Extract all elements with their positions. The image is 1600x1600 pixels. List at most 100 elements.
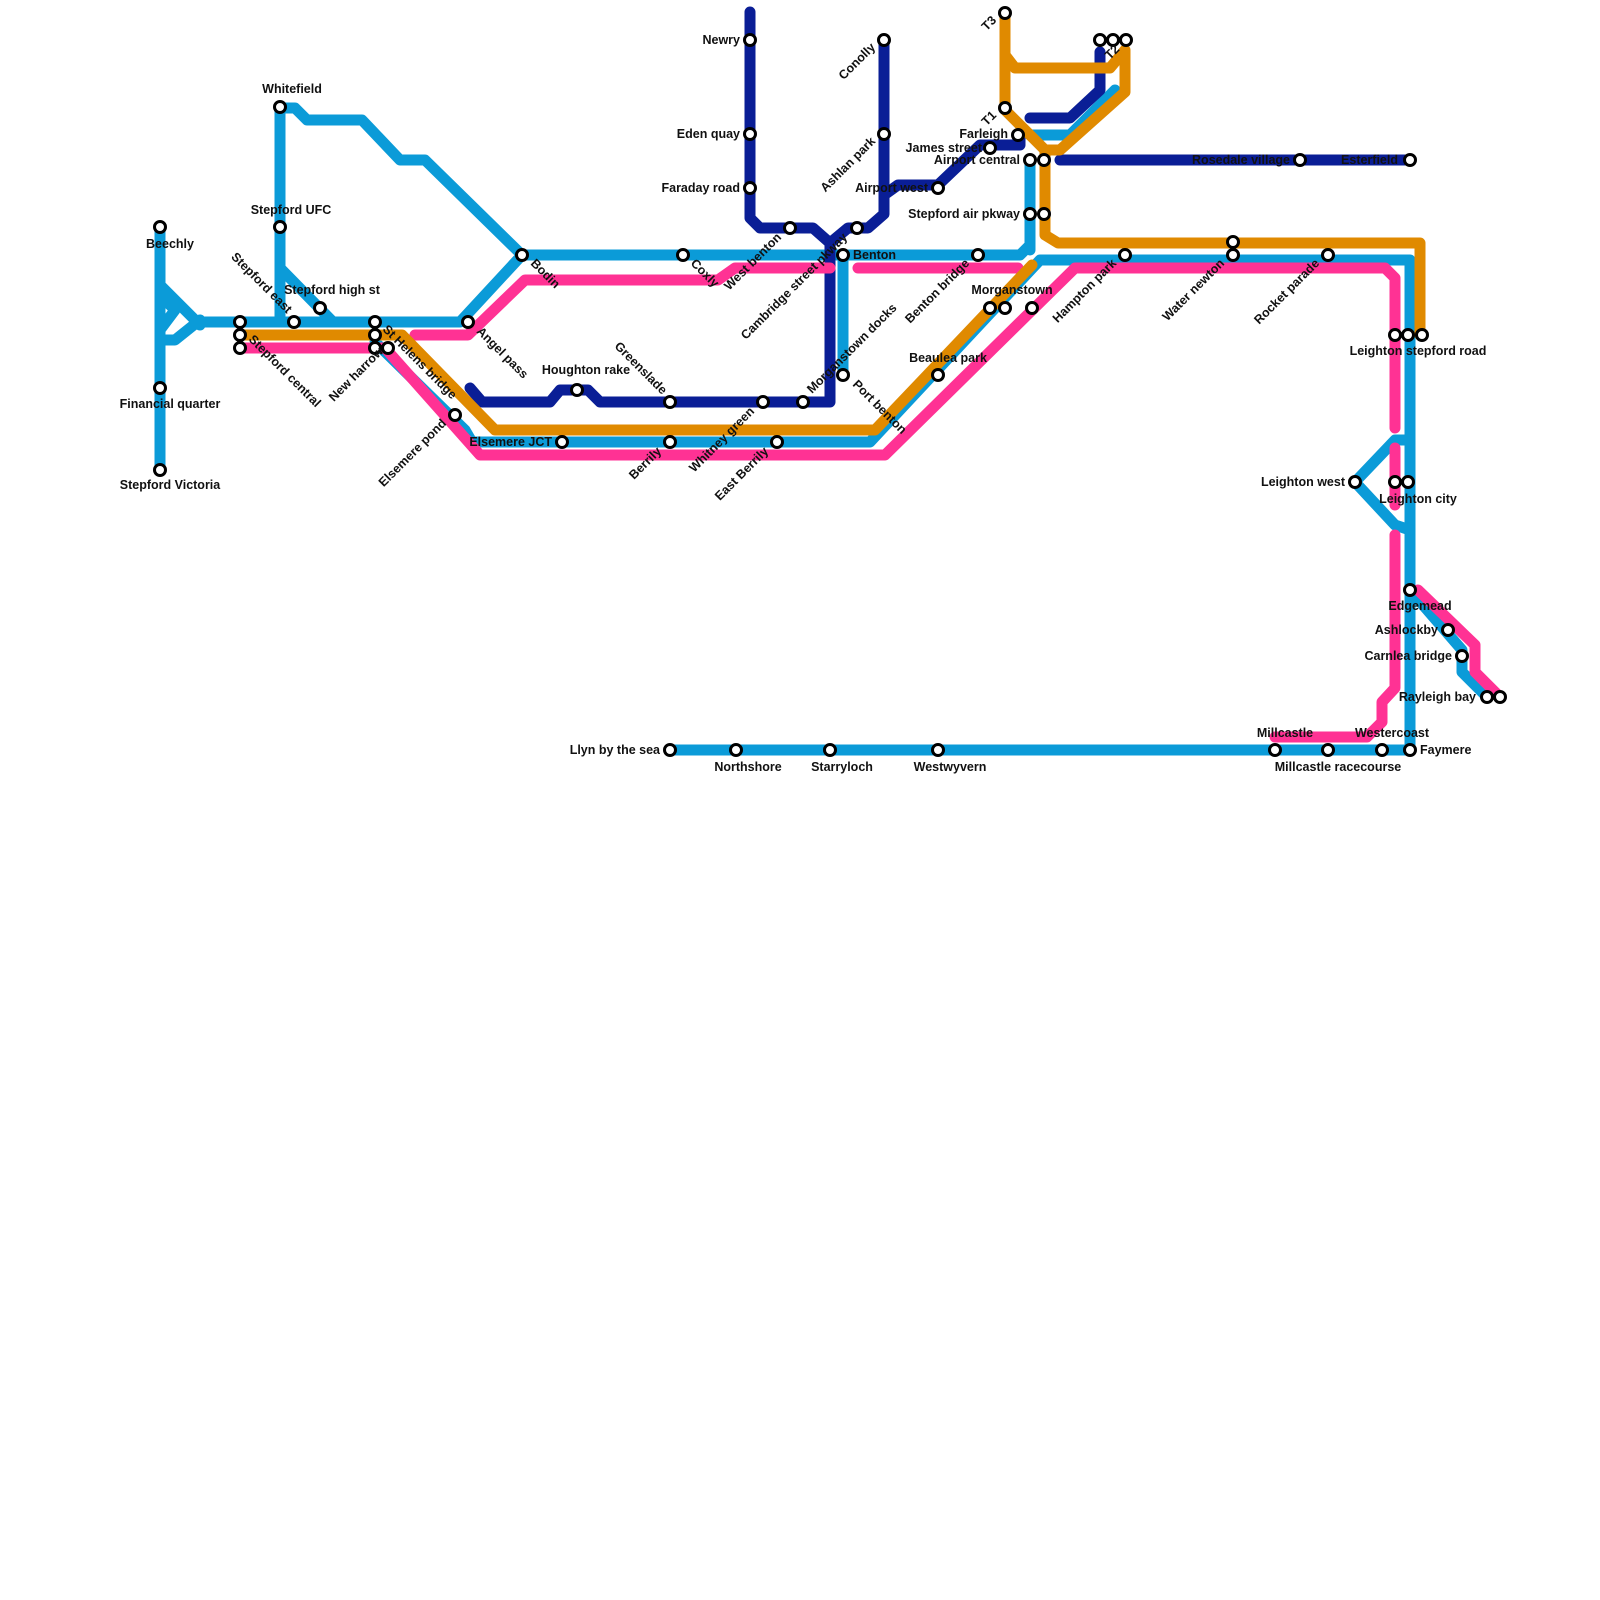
station-marker[interactable] [155,222,166,233]
station-marker[interactable] [557,437,568,448]
station-marker[interactable] [1405,585,1416,596]
station-marker[interactable] [1295,155,1306,166]
station-marker[interactable] [1120,250,1131,261]
station-marker[interactable] [370,330,381,341]
station-marker[interactable] [1482,692,1493,703]
station-marker[interactable] [1350,477,1361,488]
station[interactable]: Faraday road [661,181,755,195]
station-marker[interactable] [852,223,863,234]
station-marker[interactable] [275,222,286,233]
station-marker[interactable] [1270,745,1281,756]
station[interactable]: Benton [838,248,897,262]
station-marker[interactable] [785,223,796,234]
station-marker[interactable] [1000,103,1011,114]
station-marker[interactable] [155,465,166,476]
station-marker[interactable] [315,303,326,314]
station-marker[interactable] [1025,209,1036,220]
station-marker[interactable] [745,183,756,194]
station-marker[interactable] [289,317,300,328]
station-marker[interactable] [1495,692,1506,703]
station-marker[interactable] [838,370,849,381]
station-marker[interactable] [155,383,166,394]
station[interactable]: Financial quarter [120,383,221,412]
station-marker[interactable] [973,250,984,261]
station-marker[interactable] [1025,155,1036,166]
station[interactable]: Stepford high st [284,283,381,314]
station-marker[interactable] [731,745,742,756]
station-marker[interactable] [450,410,461,421]
station-marker[interactable] [1027,303,1038,314]
station-label: Rosedale village [1192,153,1290,167]
station-marker[interactable] [665,397,676,408]
station-label: Leighton city [1379,492,1457,506]
station[interactable]: Stepford air pkway [908,207,1049,221]
station[interactable]: Llyn by the sea [570,743,676,757]
station-marker[interactable] [745,129,756,140]
station[interactable]: Eden quay [677,127,756,141]
station-marker[interactable] [1443,625,1454,636]
station-marker[interactable] [1000,8,1011,19]
station-marker[interactable] [1377,745,1388,756]
station-marker[interactable] [879,129,890,140]
station[interactable]: Leighton city [1379,477,1457,507]
station-marker[interactable] [772,437,783,448]
station-marker[interactable] [879,35,890,46]
station-marker[interactable] [933,370,944,381]
station-label: Millcastle racecourse [1275,760,1402,774]
station-marker[interactable] [1013,130,1024,141]
station-marker[interactable] [1228,237,1239,248]
station-marker[interactable] [1405,155,1416,166]
station-marker[interactable] [933,745,944,756]
station[interactable]: Newry [702,33,755,47]
station-marker[interactable] [825,745,836,756]
station[interactable]: Leighton west [1261,475,1361,489]
station-marker[interactable] [1403,330,1414,341]
station-marker[interactable] [572,385,583,396]
station-marker[interactable] [1323,250,1334,261]
station[interactable]: Faymere [1405,743,1472,757]
station-marker[interactable] [1121,35,1132,46]
station[interactable]: Stepford Victoria [120,465,222,493]
station-marker[interactable] [665,437,676,448]
station-marker[interactable] [985,143,996,154]
station-marker[interactable] [678,250,689,261]
station-marker[interactable] [275,102,286,113]
station-marker[interactable] [933,183,944,194]
station[interactable]: Stepford UFC [251,203,332,233]
station-marker[interactable] [383,343,394,354]
station-marker[interactable] [1405,745,1416,756]
station-marker[interactable] [1417,330,1428,341]
station-marker[interactable] [1403,477,1414,488]
station-marker[interactable] [745,35,756,46]
station-marker[interactable] [1323,745,1334,756]
station[interactable]: Rayleigh bay [1399,690,1506,704]
station[interactable]: Airport central [934,153,1050,167]
station-marker[interactable] [1095,35,1106,46]
station-marker[interactable] [370,317,381,328]
station-marker[interactable] [1000,303,1011,314]
station-marker[interactable] [758,397,769,408]
station-marker[interactable] [463,317,474,328]
station-marker[interactable] [1039,155,1050,166]
station[interactable]: Water newton [1160,237,1239,324]
station-marker[interactable] [1228,250,1239,261]
station[interactable]: Angel pass [463,317,531,382]
station-marker[interactable] [235,330,246,341]
station-marker[interactable] [517,250,528,261]
station[interactable]: Carnlea bridge [1364,649,1467,663]
station[interactable]: Leighton stepford road [1350,330,1487,359]
station-marker[interactable] [1457,651,1468,662]
station-marker[interactable] [985,303,996,314]
station-marker[interactable] [798,397,809,408]
station-marker[interactable] [235,343,246,354]
station-marker[interactable] [235,317,246,328]
station-marker[interactable] [838,250,849,261]
station-marker[interactable] [1390,330,1401,341]
station[interactable]: Beechly [146,222,194,252]
station[interactable]: Farleigh [959,127,1023,141]
station[interactable]: Morganstown docks [798,301,900,408]
station[interactable]: Rosedale village [1192,153,1305,167]
station-marker[interactable] [665,745,676,756]
station-marker[interactable] [1390,477,1401,488]
station-marker[interactable] [1039,209,1050,220]
